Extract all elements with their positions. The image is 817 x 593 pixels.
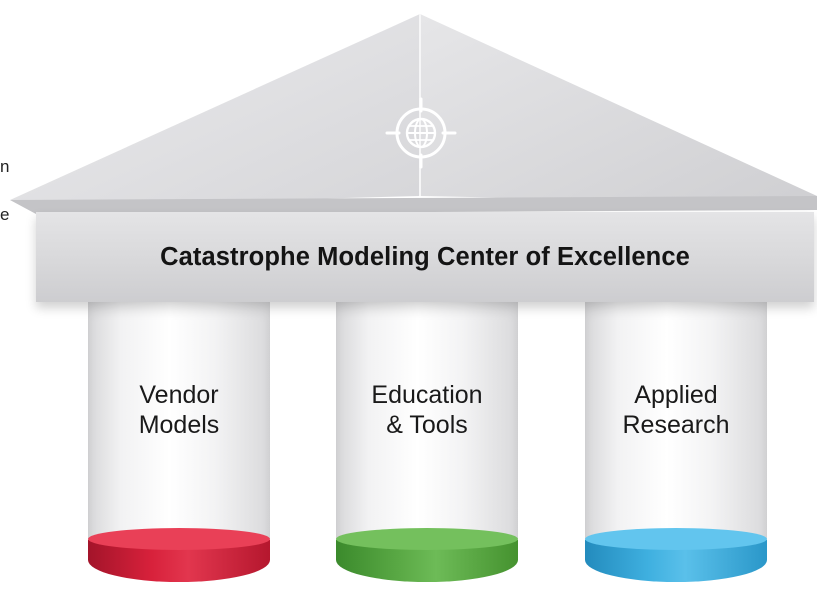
pillar-label-line1: Applied [634, 381, 718, 409]
pillar-applied-research: Applied Research [585, 302, 767, 584]
pillar-base-rim [585, 528, 767, 550]
pillar-base-rim [336, 528, 518, 550]
pillar-label: Vendor Models [88, 380, 270, 440]
pillar-label-line2: Models [138, 411, 220, 439]
pillar-label-line2: Research [622, 411, 730, 439]
pillar-education-tools: Education & Tools [336, 302, 518, 584]
pillar-shaft [88, 302, 270, 552]
pillar-label-line1: Education [371, 381, 483, 409]
pillar-shaft [585, 302, 767, 552]
roof-cornice [10, 196, 817, 214]
pillar-label: Applied Research [585, 380, 767, 440]
globe-target-icon [385, 97, 457, 169]
center-beam: Catastrophe Modeling Center of Excellenc… [36, 212, 814, 302]
cut-off-text-2: e [0, 205, 10, 224]
beam-title: Catastrophe Modeling Center of Excellenc… [160, 242, 690, 271]
pillar-label: Education & Tools [336, 380, 518, 440]
pillar-shaft [336, 302, 518, 552]
pillar-vendor-models: Vendor Models [88, 302, 270, 584]
roof-right-slope [420, 14, 817, 204]
pillar-label-line1: Vendor [139, 381, 219, 409]
roof-left-slope [10, 14, 420, 206]
pillar-base-rim [88, 528, 270, 550]
cut-off-text-1: n [0, 157, 10, 176]
roof [10, 14, 817, 214]
pillar-label-line2: & Tools [386, 411, 468, 439]
